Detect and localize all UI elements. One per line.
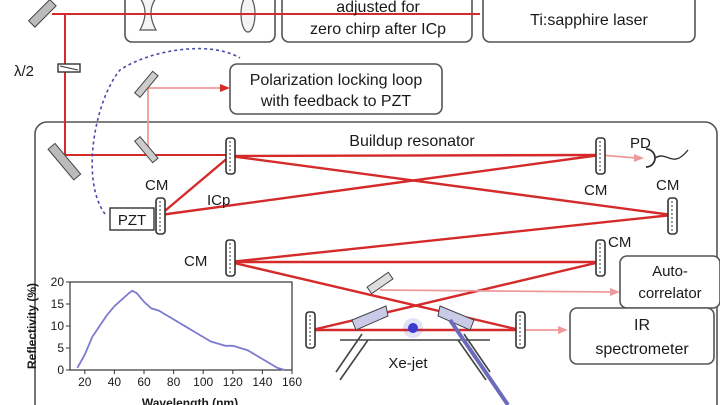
- x-tick-label: 140: [252, 375, 272, 389]
- mirror-cm-lower-left: [225, 239, 236, 277]
- mirror-cm-top-right: [595, 137, 606, 175]
- y-tick-label: 10: [51, 319, 65, 333]
- stretcher-label-line2: zero chirp after ICp: [310, 21, 446, 38]
- xe-jet-chamber: [335, 305, 510, 405]
- pd-cable: [654, 149, 689, 160]
- autocorrelator-label-line2: correlator: [638, 285, 701, 302]
- x-tick-label: 40: [108, 375, 122, 389]
- reflectivity-curve: [76, 289, 285, 371]
- output-beams: [379, 154, 637, 331]
- resonator-label: Buildup resonator: [349, 133, 475, 150]
- pd-arrowhead: [634, 154, 644, 162]
- pzt-label: PZT: [118, 212, 146, 229]
- ir-spectrometer-box: [569, 307, 715, 365]
- mirror-icp: [225, 137, 236, 175]
- chart-ylabel: Reflectivity (%): [25, 283, 39, 369]
- y-tick-label: 0: [57, 363, 64, 377]
- cm-label-left: CM: [145, 177, 168, 194]
- half-wave-plate-marking: [59, 65, 79, 71]
- mirror-cm-lower-right: [595, 239, 606, 277]
- autocorrelator-arrowhead: [610, 288, 620, 296]
- x-tick-label: 80: [167, 375, 181, 389]
- stretcher-label-line1: adjusted for: [336, 0, 420, 16]
- xejet-label: Xe-jet: [388, 355, 428, 372]
- autocorrelator-pickoff-mirror: [366, 271, 394, 295]
- icp-label: ICp: [207, 192, 230, 209]
- chart-xlabel: Wavelength (nm): [142, 396, 238, 405]
- x-tick-label: 100: [193, 375, 213, 389]
- x-tick-label: 120: [223, 375, 243, 389]
- y-tick-label: 20: [51, 275, 65, 289]
- y-tick-label: 15: [51, 297, 65, 311]
- laser-label: Ti:sapphire laser: [530, 12, 648, 29]
- resonator-mirrors: [155, 137, 678, 349]
- x-tick-label: 20: [78, 375, 92, 389]
- reflectivity-inset-chart: 0 5 10 15 20 20 40 60 80 100 120 140 160 Reflectivi…: [25, 275, 302, 405]
- ir-label-line2: spectrometer: [595, 341, 689, 358]
- mirror-cm-far-right: [667, 197, 678, 235]
- steering-mirror-bottom: [47, 142, 82, 181]
- cm-label-far-right: CM: [656, 177, 679, 194]
- mirror-focus-right: [515, 311, 526, 349]
- resonator-beams: [159, 153, 673, 332]
- polarization-label-line1: Polarization locking loop: [250, 72, 423, 89]
- polarization-label-line2: with feedback to PZT: [260, 93, 412, 110]
- mirror-focus-left: [305, 311, 316, 349]
- pd-label: PD: [630, 135, 651, 152]
- x-tick-label: 60: [137, 375, 151, 389]
- y-tick-label: 5: [57, 341, 64, 355]
- mirror-cm-pzt: [155, 197, 166, 235]
- x-tick-label: 160: [282, 375, 302, 389]
- pzt-box: [109, 207, 155, 231]
- xe-jet-plasma: [408, 323, 418, 333]
- cm-label-lower-right: CM: [608, 234, 631, 251]
- waveplate-label: λ/2: [14, 63, 34, 80]
- pickoff-mirror-2: [133, 135, 159, 164]
- polarization-loop-box: [229, 63, 443, 115]
- steering-mirror-top: [27, 0, 57, 28]
- ir-label-line1: IR: [634, 317, 650, 334]
- laser-box: [482, 0, 696, 43]
- mirror-hatching: [159, 141, 673, 345]
- pickoff-mirror-1: [133, 70, 159, 99]
- convex-lens: [240, 0, 256, 33]
- cm-label-lower-left: CM: [184, 253, 207, 270]
- autocorrelator-label-line1: Auto-: [652, 263, 688, 280]
- cm-label-top-right: CM: [584, 182, 607, 199]
- pickoff-arrowhead: [220, 84, 230, 92]
- feedback-loop-line: [91, 47, 241, 215]
- spectrometer-arrowhead: [558, 326, 568, 334]
